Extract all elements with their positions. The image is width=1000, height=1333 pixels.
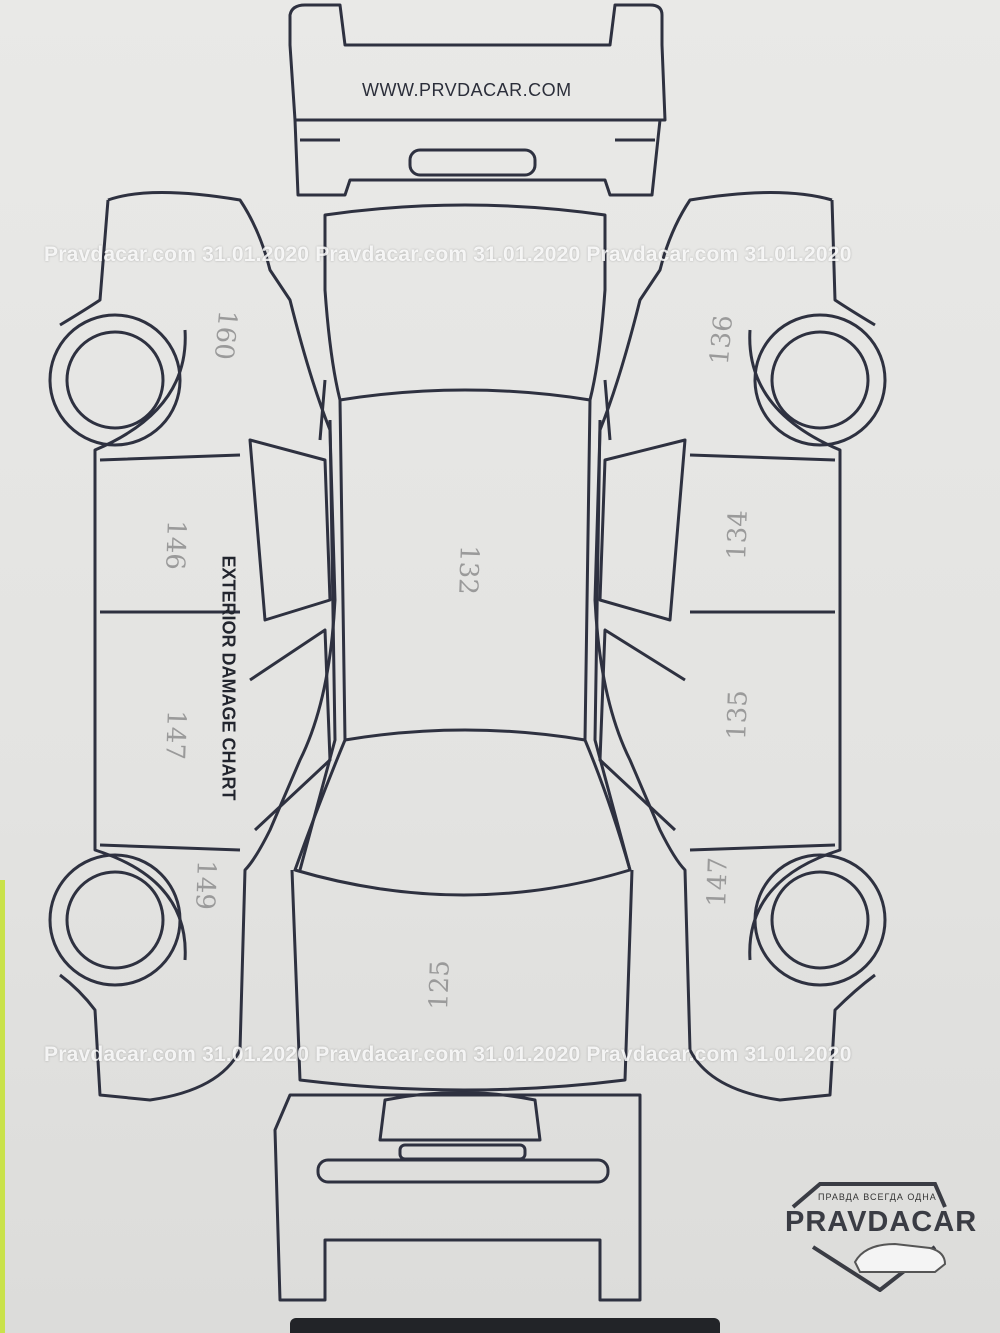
reading-right-front-fender: 136 — [704, 313, 740, 367]
clipboard-clip — [290, 1318, 720, 1333]
reading-trunk: 125 — [424, 959, 456, 1011]
watermark-top: Pravdacar.com 31.01.2020 Pravdacar.com 3… — [44, 243, 852, 266]
front-view-outline — [273, 1091, 642, 1302]
chart-title: EXTERIOR DAMAGE CHART — [218, 555, 239, 801]
pravdacar-logo: ПРАВДА ВСЕГДА ОДНА PRAVDACAR — [785, 1172, 978, 1293]
reading-left-rear-door: 147 — [159, 709, 191, 761]
reading-left-front-door: 146 — [159, 519, 191, 571]
rear-view-outline — [288, 3, 667, 197]
reading-right-front-door: 134 — [722, 509, 754, 561]
website-url: WWW.PRVDACAR.COM — [362, 80, 572, 100]
top-view-outline — [290, 203, 634, 1092]
logo-tagline: ПРАВДА ВСЕГДА ОДНА — [818, 1192, 937, 1202]
reading-right-rear-fender: 147 — [702, 856, 734, 908]
reading-right-rear-door: 135 — [722, 689, 754, 741]
logo-diamond-icon — [791, 1182, 947, 1293]
logo-name: PRAVDACAR — [785, 1206, 978, 1238]
reading-left-front-fender: 160 — [207, 308, 243, 362]
right-side-view-outline — [593, 191, 887, 1102]
background-edge — [0, 880, 5, 1333]
left-side-view-outline — [48, 191, 337, 1102]
reading-left-rear-fender: 149 — [189, 859, 221, 911]
reading-roof: 132 — [452, 544, 484, 596]
watermark-bottom: Pravdacar.com 31.01.2020 Pravdacar.com 3… — [44, 1043, 852, 1066]
